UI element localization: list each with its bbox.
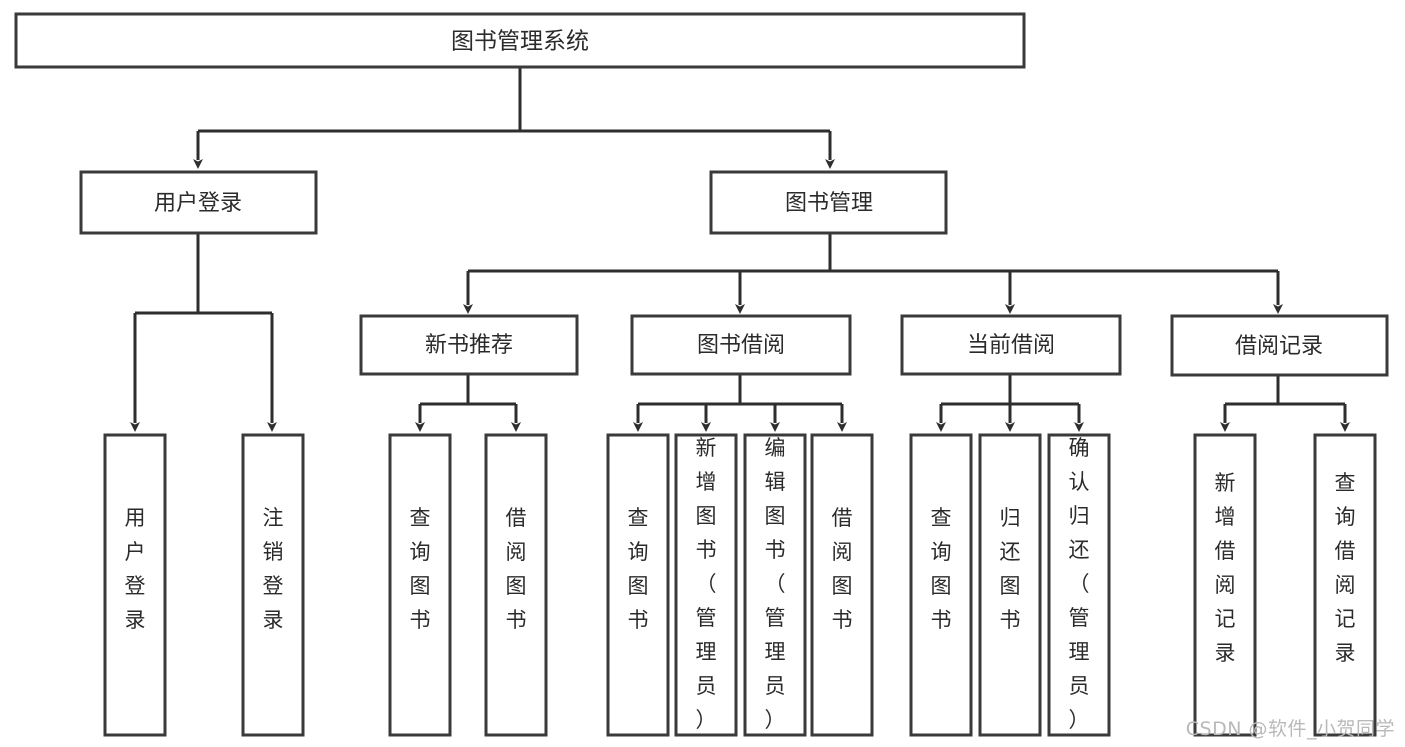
leaf-new-book-2-box [484, 433, 548, 737]
leaf-current-borrow-2-box [978, 433, 1042, 737]
leaf-current-borrow-3-box [1047, 433, 1111, 737]
leaf-borrow-record-1-box [1193, 433, 1257, 737]
node-user-login-box [79, 170, 318, 235]
leaf-user-login-1-box [103, 433, 167, 737]
leaf-borrow-record-2-label: 查询借阅记录 [1335, 471, 1356, 665]
leaf-current-borrow-2-label: 归还图书 [1000, 506, 1021, 632]
leaf-user-login-2-box [241, 433, 305, 737]
node-borrow-record-box [1170, 314, 1389, 377]
leaf-user-login-1-label: 用户登录 [125, 506, 146, 632]
leaf-new-book-1-label: 查询图书 [410, 506, 431, 632]
node-user-login[interactable]: 用户登录 [79, 170, 318, 235]
leaf-current-borrow-2[interactable]: 归还图书 [978, 433, 1042, 737]
leaf-user-login-2[interactable]: 注销登录 [241, 433, 305, 737]
leaf-book-borrow-1-label: 查询图书 [628, 506, 649, 632]
node-current-borrow-box [900, 314, 1122, 376]
leaf-new-book-1-box [388, 433, 452, 737]
leaf-book-borrow-1-box [606, 433, 670, 737]
leaf-book-borrow-4-label: 借阅图书 [832, 506, 853, 632]
node-borrow-record[interactable]: 借阅记录 [1170, 314, 1389, 377]
node-book-borrow-label: 图书借阅 [697, 333, 785, 358]
leaf-current-borrow-1[interactable]: 查询图书 [909, 433, 973, 737]
node-book-manage-label: 图书管理 [785, 191, 873, 216]
leaf-current-borrow-3-label: 确认归还（管理员） [1069, 436, 1090, 732]
leaf-user-login-1[interactable]: 用户登录 [103, 433, 167, 737]
leaf-book-borrow-2-label: 新增图书（管理员） [696, 436, 717, 732]
leaf-new-book-2[interactable]: 借阅图书 [484, 433, 548, 737]
leaf-book-borrow-3-box [743, 433, 807, 737]
node-root-box [14, 12, 1026, 69]
connector-layer [130, 67, 1350, 432]
node-user-login-label: 用户登录 [154, 191, 242, 216]
node-current-borrow[interactable]: 当前借阅 [900, 314, 1122, 376]
leaf-book-borrow-4[interactable]: 借阅图书 [810, 433, 874, 737]
leaf-book-borrow-3[interactable]: 编辑图书（管理员） [743, 433, 807, 737]
leaf-new-book-2-label: 借阅图书 [506, 506, 527, 632]
leaf-borrow-record-2-box [1313, 433, 1377, 737]
leaf-user-login-2-label: 注销登录 [263, 506, 284, 632]
leaf-book-borrow-1[interactable]: 查询图书 [606, 433, 670, 737]
node-book-manage[interactable]: 图书管理 [709, 170, 948, 235]
node-current-borrow-label: 当前借阅 [967, 333, 1055, 358]
leaf-book-borrow-4-box [810, 433, 874, 737]
leaf-current-borrow-1-box [909, 433, 973, 737]
leaf-book-borrow-2-box [674, 433, 738, 737]
leaf-new-book-1[interactable]: 查询图书 [388, 433, 452, 737]
node-book-borrow-box [630, 314, 852, 376]
leaf-current-borrow-1-label: 查询图书 [931, 506, 952, 632]
leaf-book-borrow-2[interactable]: 新增图书（管理员） [674, 433, 738, 737]
leaf-borrow-record-1[interactable]: 新增借阅记录 [1193, 433, 1257, 737]
node-new-book-recommend[interactable]: 新书推荐 [359, 314, 579, 376]
leaf-book-borrow-3-label: 编辑图书（管理员） [765, 436, 786, 732]
node-book-borrow[interactable]: 图书借阅 [630, 314, 852, 376]
node-root-label: 图书管理系统 [451, 29, 589, 55]
node-new-book-recommend-label: 新书推荐 [425, 333, 513, 358]
node-borrow-record-label: 借阅记录 [1235, 334, 1323, 359]
leaf-borrow-record-1-label: 新增借阅记录 [1215, 471, 1236, 665]
node-book-manage-box [709, 170, 948, 235]
node-new-book-recommend-box [359, 314, 579, 376]
leaf-borrow-record-2[interactable]: 查询借阅记录 [1313, 433, 1377, 737]
leaf-current-borrow-3[interactable]: 确认归还（管理员） [1047, 433, 1111, 737]
node-root-system[interactable]: 图书管理系统 [14, 12, 1026, 69]
